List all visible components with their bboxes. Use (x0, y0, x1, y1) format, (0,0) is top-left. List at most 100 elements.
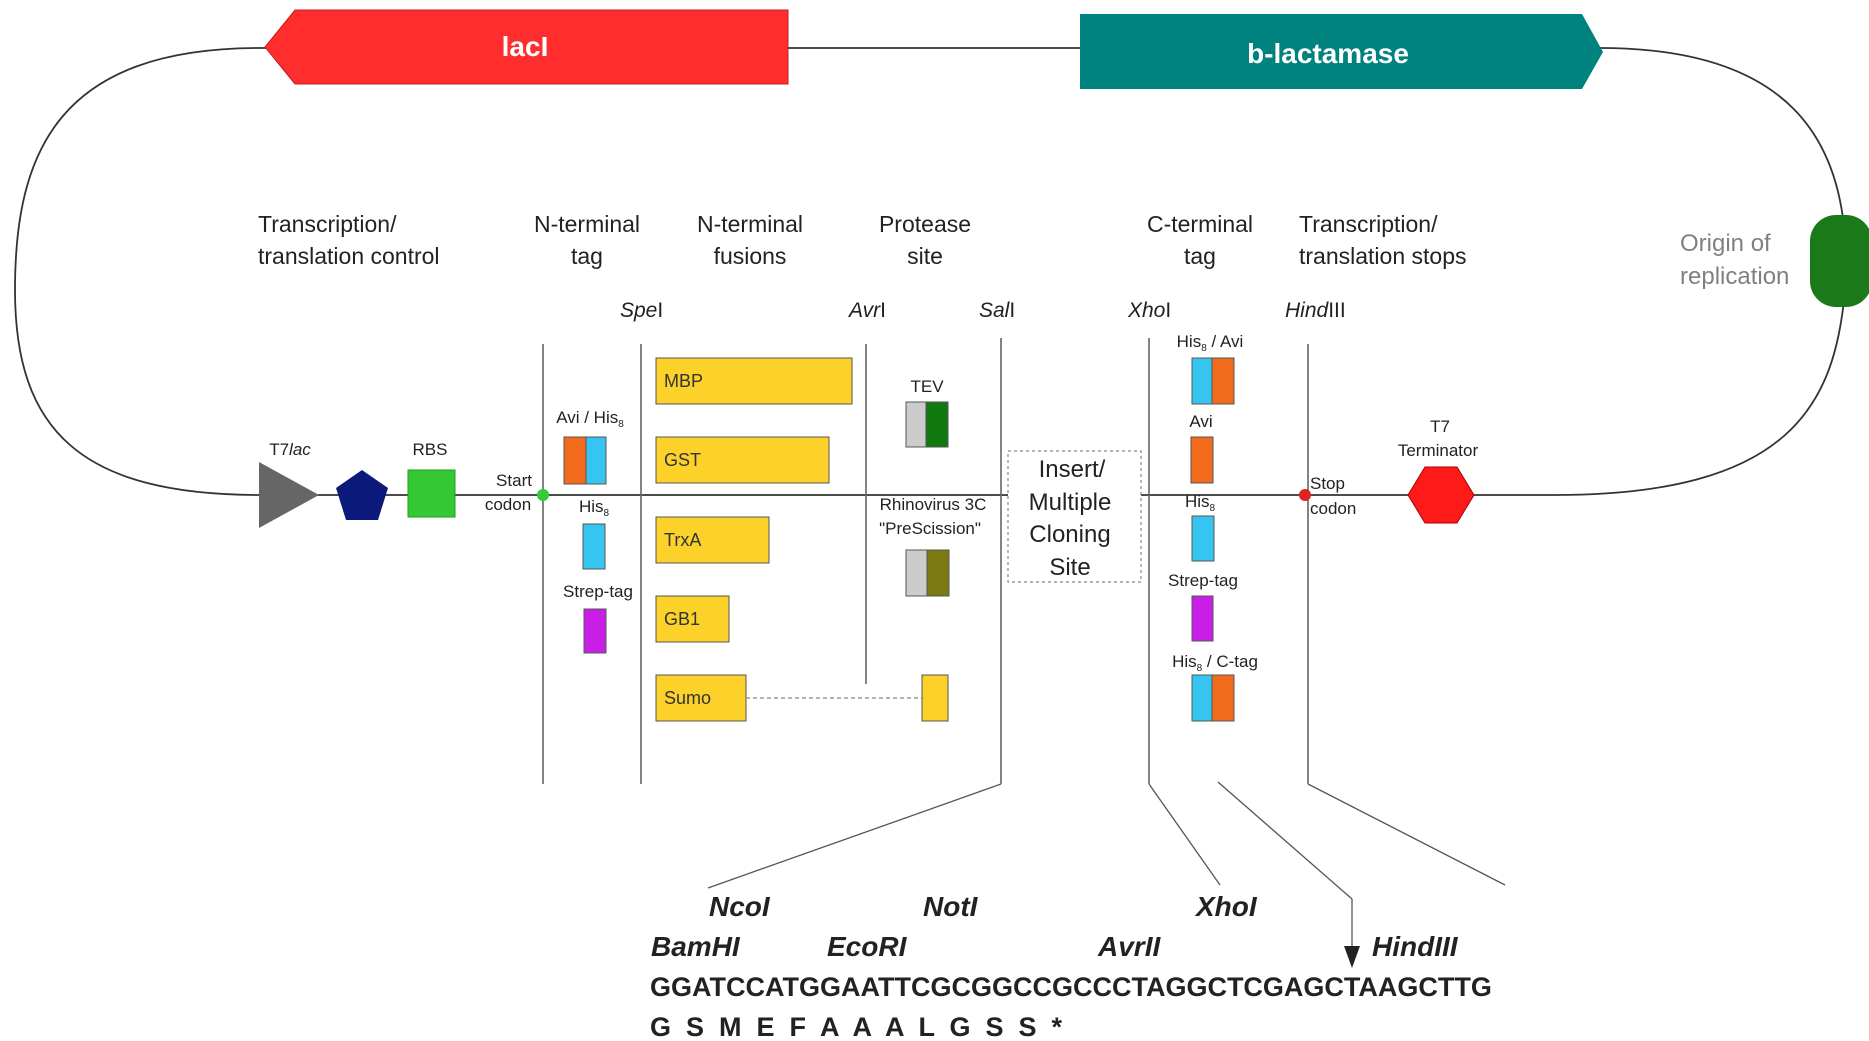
origin-label-line1: Origin of (1680, 230, 1771, 257)
ctag-his-box-top (1191, 357, 1213, 405)
fusion-gb1-label: GB1 (664, 609, 700, 629)
ctag-strep-label: Strep-tag (1168, 571, 1238, 590)
sumo-protease-box (921, 674, 949, 722)
svg-text:C-terminal: C-terminal (1147, 211, 1253, 237)
header-stops: Transcription/ translation stops (1299, 211, 1466, 269)
zoom-leader-lines (707, 781, 1506, 958)
t7lac-promoter-triangle (259, 462, 319, 528)
ntag-his-label: His8 (579, 497, 610, 519)
amino-acid-translation: G S M E F A A A L G S S * (650, 1012, 1063, 1041)
fusion-gst-label: GST (664, 450, 701, 470)
insert-mcs-box (1007, 450, 1142, 583)
ctag-c-tag-box (1211, 674, 1235, 722)
svg-text:tag: tag (571, 243, 603, 269)
stop-codon-label-line1: Stop (1310, 474, 1345, 493)
ntag-his-box (582, 523, 606, 570)
site-sali: SalI (979, 299, 1015, 322)
svg-text:N-terminal: N-terminal (534, 211, 640, 237)
ntag-avi-box (563, 436, 587, 485)
regulatory-pentagon (336, 470, 388, 520)
start-codon-dot (537, 489, 549, 501)
svg-text:Protease: Protease (879, 211, 971, 237)
laci-gene-arrow (264, 9, 789, 85)
ctag-strep-box (1191, 595, 1214, 642)
ntag-his-box-paired (585, 436, 607, 485)
header-n-terminal-fusions: N-terminal fusions (697, 211, 803, 269)
svg-text:translation stops: translation stops (1299, 243, 1466, 269)
origin-of-replication-marker (1810, 215, 1869, 307)
stop-codon-dot (1299, 489, 1311, 501)
fusion-sumo-label: Sumo (664, 688, 711, 708)
fusion-trxa-box (655, 516, 770, 564)
site-hindiii: HindIII (1285, 299, 1346, 322)
fusion-gst-box (655, 436, 830, 484)
dna-sequence: GGATCCATGGAATTCGCGGCCGCCCTAGGCTCGAGCTAAG… (650, 972, 1492, 1002)
svg-text:Cloning: Cloning (1029, 521, 1110, 548)
enzyme-noti: NotI (923, 891, 979, 922)
insert-mcs-label: Insert/ Multiple Cloning Site (1029, 456, 1112, 581)
svg-text:Transcription/: Transcription/ (258, 211, 397, 237)
ntag-strep-label: Strep-tag (563, 582, 633, 601)
svg-text:fusions: fusions (714, 243, 787, 269)
ctag-his-label: His8 (1185, 492, 1216, 514)
ctag-his-c-tag-label: His8 / C-tag (1172, 652, 1258, 674)
origin-label-line2: replication (1680, 263, 1789, 290)
fusion-mbp-box (655, 357, 853, 405)
svg-text:site: site (907, 243, 943, 269)
fusion-mbp-label: MBP (664, 371, 703, 391)
fusion-gb1-box (655, 595, 730, 643)
ctag-avi-label: Avi (1189, 412, 1212, 431)
tev-grey-box (905, 401, 927, 448)
ctag-avi-box-top (1211, 357, 1235, 405)
laci-label: lacI (502, 31, 549, 62)
prescission-grey-box (905, 549, 928, 597)
plasmid-backbone-left (14, 47, 1330, 496)
header-protease-site: Protease site (879, 211, 971, 269)
header-c-terminal-tag: C-terminal tag (1147, 211, 1253, 269)
mcs-sequence-block: NcoI NotI XhoI BamHI EcoRI AvrII HindIII… (650, 891, 1492, 1041)
enzyme-avrii: AvrII (1097, 931, 1161, 962)
start-codon-label-line2: codon (485, 495, 531, 514)
t7-terminator-label-line1: T7 (1430, 417, 1450, 436)
ctag-his-box-bottom (1191, 674, 1213, 722)
header-n-terminal-tag: N-terminal tag (534, 211, 640, 269)
t7-terminator-label-line2: Terminator (1398, 441, 1479, 460)
rbs-label: RBS (413, 440, 448, 459)
svg-text:Insert/: Insert/ (1039, 456, 1106, 483)
svg-text:N-terminal: N-terminal (697, 211, 803, 237)
enzyme-ncoi: NcoI (709, 891, 771, 922)
protease-rhino-label-line1: Rhinovirus 3C (880, 495, 987, 514)
bla-label: b-lactamase (1247, 38, 1409, 69)
ctag-avi-box (1190, 436, 1214, 484)
protease-rhino-label-line2: "PreScission" (879, 519, 981, 538)
fusion-sumo-box (655, 674, 747, 722)
svg-text:translation control: translation control (258, 243, 440, 269)
start-codon-label-line1: Start (496, 471, 532, 490)
bla-gene-arrow (1080, 14, 1603, 89)
enzyme-hindiii: HindIII (1372, 931, 1459, 962)
ntag-avi-his-label: Avi / His8 (556, 408, 624, 430)
t7-terminator-hexagon (1407, 466, 1475, 524)
enzyme-bamhi: BamHI (651, 931, 741, 962)
site-avri: AvrI (847, 299, 886, 322)
stop-arrowhead (1344, 946, 1360, 968)
site-xhoi: XhoI (1127, 299, 1171, 322)
enzyme-xhoi: XhoI (1194, 891, 1258, 922)
svg-text:Site: Site (1049, 554, 1090, 581)
tev-green-box (925, 401, 949, 448)
t7lac-label: T7lac (269, 440, 311, 459)
site-spei: SpeI (620, 299, 663, 322)
header-control: Transcription/ translation control (258, 211, 440, 269)
ntag-strep-box (583, 608, 607, 654)
protease-tev-label: TEV (910, 377, 944, 396)
rbs-square (407, 469, 456, 518)
ctag-his-box (1191, 515, 1215, 562)
stop-codon-label-line2: codon (1310, 499, 1356, 518)
section-dividers (542, 338, 1309, 784)
enzyme-ecori: EcoRI (827, 931, 908, 962)
ctag-his-avi-label: His8 / Avi (1177, 332, 1244, 354)
prescission-olive-box (926, 549, 950, 597)
fusion-trxa-label: TrxA (664, 530, 701, 550)
svg-text:tag: tag (1184, 243, 1216, 269)
